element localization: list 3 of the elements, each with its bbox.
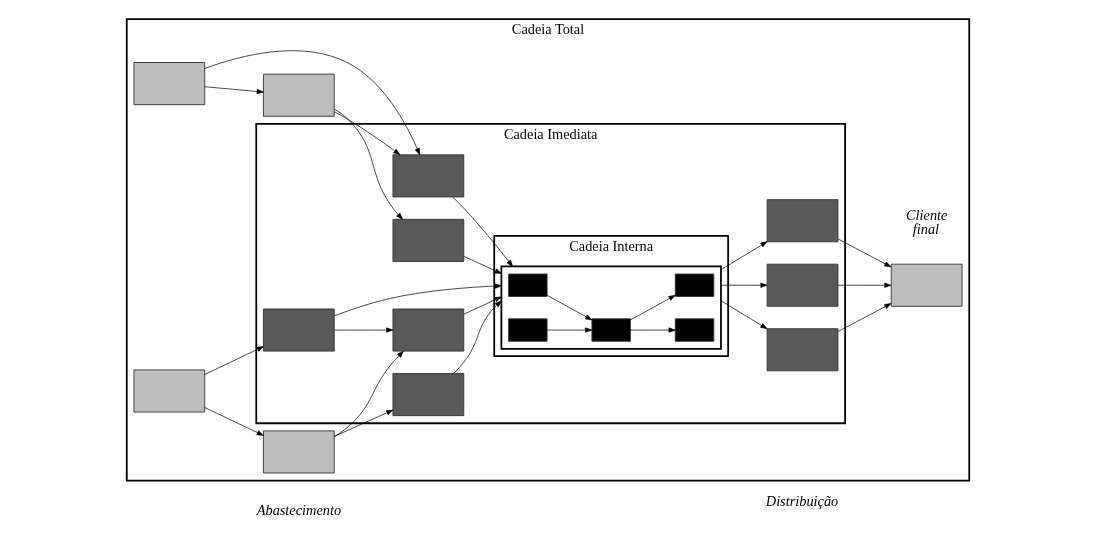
node-label: Cliente final [905,206,947,237]
label: Distribuição [765,493,838,510]
label: Abastecimento [256,501,341,518]
